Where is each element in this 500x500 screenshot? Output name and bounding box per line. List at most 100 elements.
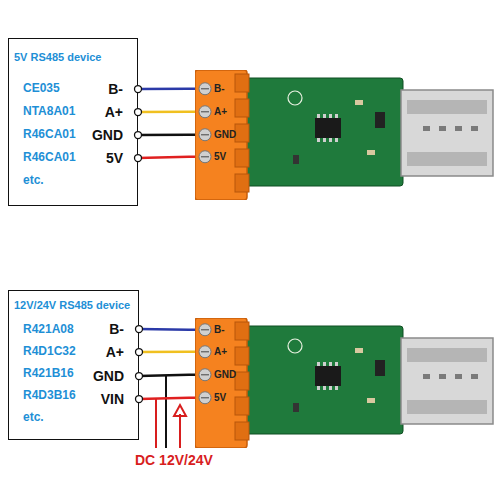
terminal-rib [235,422,249,440]
smd-part [375,360,385,376]
device-model: R4D3B16 [23,389,76,403]
terminal-label: 5V [214,151,226,163]
usb-plug [401,338,493,424]
usb-contact [455,374,462,379]
device-model: R46CA01 [23,151,76,165]
terminal-rib [235,322,249,340]
usb-contact [439,126,446,131]
gnd-supply-wire [165,376,167,448]
chip-leg [329,386,332,390]
pin-name: GND [92,127,123,143]
device-heading: 12V/24V RS485 device [14,299,130,312]
supply-arrow-head [174,405,186,416]
usb-rs485-module: B- A+ GND 5V [195,70,495,200]
terminal-label: GND [214,369,236,381]
device-model: etc. [23,174,44,188]
terminal-rib [235,372,249,390]
usb-contact [423,126,430,131]
terminal-rib [235,149,249,167]
pcb-board [245,78,403,186]
wire-line [139,375,195,376]
chip [315,118,341,138]
pin-name: A+ [106,344,124,360]
rs485-device-box: 12V/24V RS485 deviceR421A08R4D1C32R421B1… [8,290,139,440]
supply-arrow [179,414,181,448]
device-model: R421A08 [23,323,74,337]
smd-part [293,403,299,412]
usb-rs485-module: B- A+ GND 5V [195,318,495,448]
pin-name: VIN [101,391,124,407]
pin-name: B- [109,321,124,337]
terminal-rib [235,347,249,365]
chip-leg [335,114,338,118]
usb-contact [471,374,478,379]
usb-plug [401,90,493,176]
wire-line [138,111,195,114]
usb-contact [439,374,446,379]
vin-supply-wire [155,399,157,448]
terminal-label: A+ [214,346,227,358]
chip-leg [317,138,320,142]
smd-part [367,150,375,155]
usb-contact [471,126,478,131]
chip-leg [335,362,338,366]
wire-line [138,88,195,91]
terminal-rib [235,74,249,92]
chip-leg [323,138,326,142]
smd-part [355,348,363,353]
chip-leg [329,114,332,118]
terminal-rib [235,99,249,117]
chip-leg [329,362,332,366]
pin-name: A+ [105,104,123,120]
logo-mark [288,339,302,353]
device-model: etc. [23,411,44,425]
power-wires [156,376,186,448]
usb-plug-shade [407,400,487,414]
terminal-label: A+ [214,106,227,118]
chip-leg [317,114,320,118]
wire-line [139,328,195,331]
power-label: DC 12V/24V [135,452,213,468]
device-model: CE035 [23,82,60,96]
chip [315,366,341,386]
pin-name: 5V [106,150,123,166]
device-model: NTA8A01 [23,105,75,119]
pin-name: B- [108,81,123,97]
smd-part [293,155,299,164]
chip-leg [329,138,332,142]
chip-leg [335,386,338,390]
terminal-label: B- [214,324,225,336]
chip-leg [323,386,326,390]
module-illustration [195,318,495,448]
chip-leg [317,386,320,390]
logo-mark [288,91,302,105]
smd-part [375,112,385,128]
pcb-board [245,326,403,434]
terminal-rib [235,174,249,192]
smd-part [355,100,363,105]
pin-name: GND [93,368,124,384]
rs485-device-box: 5V RS485 deviceCE035NTA8A01R46CA01R46CA0… [8,38,138,206]
terminal-rib [235,397,249,415]
wire-line [138,157,195,158]
terminal-label: 5V [214,392,226,404]
wire-line [138,134,195,137]
terminal-label: B- [214,83,225,95]
wire-line [139,398,195,399]
device-model: R421B16 [23,367,74,381]
usb-contact [423,374,430,379]
usb-plug-shade [407,152,487,166]
usb-plug-shade [407,348,487,362]
terminal-label: GND [214,129,236,141]
usb-plug-shade [407,100,487,114]
usb-contact [455,126,462,131]
chip-leg [335,138,338,142]
wire-line [139,351,195,354]
module-illustration [195,70,495,200]
smd-part [367,398,375,403]
device-heading: 5V RS485 device [14,51,101,64]
chip-leg [323,362,326,366]
terminal-rib [235,124,249,142]
chip-leg [317,362,320,366]
chip-leg [323,114,326,118]
